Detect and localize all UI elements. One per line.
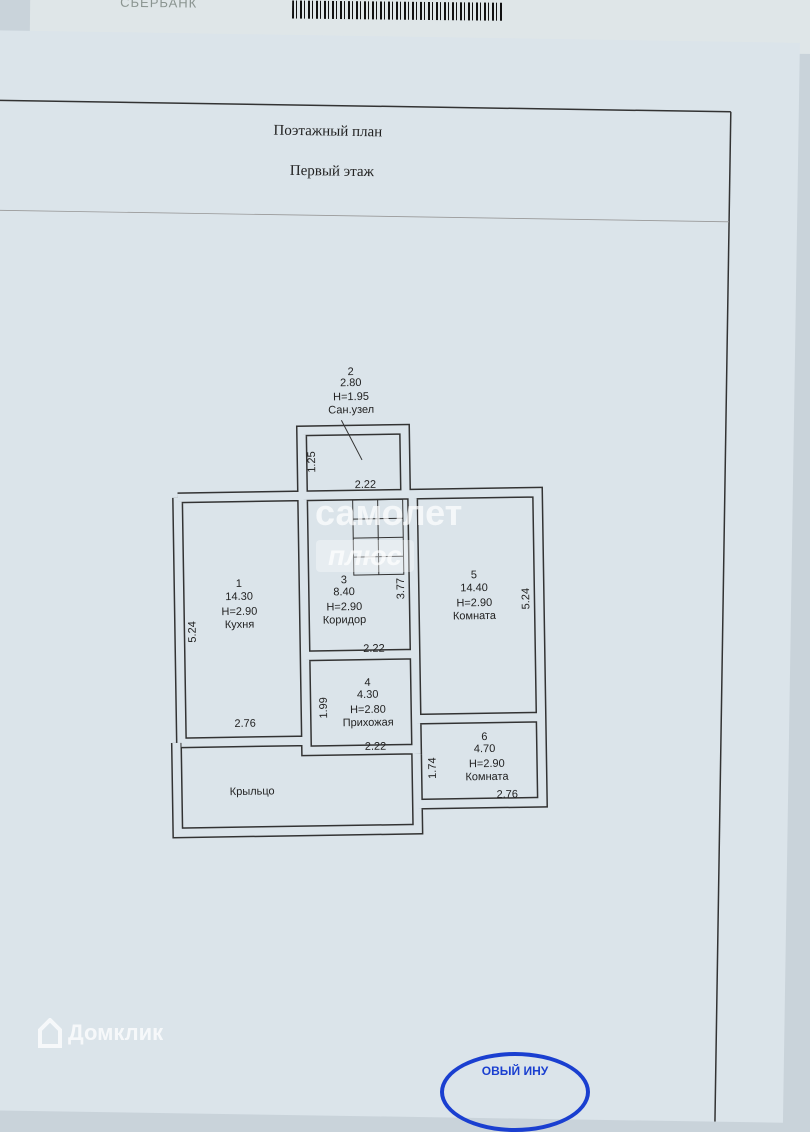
stamp: ОВЫЙ ИНУ <box>440 1052 590 1132</box>
plus-watermark: плюс <box>316 540 414 572</box>
room-1-area: 14.30 <box>225 591 253 603</box>
room-5-area: 14.40 <box>460 582 488 594</box>
room-3-area: 8.40 <box>333 586 355 598</box>
dim-room6-side: 1.74 <box>427 757 439 779</box>
dim-room6-bottom: 2.76 <box>496 789 518 801</box>
room-5-number: 5 <box>471 569 477 581</box>
room-2-number: 2 <box>347 366 353 378</box>
room-6-number: 6 <box>481 731 487 743</box>
floor-plan: 2 2.80 H=1.95 Сан.узел 1 14.30 H=2.90 Ку… <box>170 366 548 839</box>
stairs <box>340 420 405 576</box>
room-1-number: 1 <box>236 578 242 590</box>
dim-hall-side: 1.99 <box>318 697 330 719</box>
dim-bath-width: 2.22 <box>355 479 377 491</box>
dim-corridor-side: 3.77 <box>395 578 407 600</box>
domclick-watermark: Домклик <box>38 1018 163 1048</box>
room-3-name: Коридор <box>323 614 367 627</box>
dim-kitchen-bottom: 2.76 <box>234 718 256 730</box>
dim-corridor-bottom: 2.22 <box>363 643 385 655</box>
domclick-text: Домклик <box>68 1020 164 1045</box>
room-4-name: Прихожая <box>343 716 394 729</box>
dim-hall-bottom: 2.22 <box>365 741 387 753</box>
room-2-height: H=1.95 <box>333 391 369 404</box>
room-3-number: 3 <box>341 574 347 586</box>
house-icon <box>38 1018 62 1048</box>
porch-label: Крыльцо <box>230 785 275 798</box>
room-2-name: Сан.узел <box>328 404 374 417</box>
samolet-watermark: самолет <box>315 492 463 533</box>
dim-kitchen-side: 5.24 <box>187 621 199 643</box>
dim-bath-height: 1.25 <box>306 451 318 473</box>
room-5-name: Комната <box>453 610 497 623</box>
room-2-area: 2.80 <box>340 377 362 389</box>
floor-plan-sheet: Поэтажный план Первый этаж <box>0 30 800 1123</box>
room-4-number: 4 <box>364 677 370 689</box>
room-6-name: Комната <box>465 771 509 784</box>
dim-room5-side: 5.24 <box>520 588 532 610</box>
sheet-frame <box>0 99 732 1122</box>
room-3-height: H=2.90 <box>326 601 362 614</box>
room-4-height: H=2.80 <box>350 704 386 717</box>
room-5-height: H=2.90 <box>456 597 492 610</box>
room-6-height: H=2.90 <box>469 758 505 771</box>
room-1-name: Кухня <box>225 619 255 631</box>
room-4-area: 4.30 <box>357 689 379 701</box>
stamp-text: ОВЫЙ ИНУ <box>481 1064 549 1078</box>
room-6-area: 4.70 <box>474 743 496 755</box>
room-1-height: H=2.90 <box>221 606 257 619</box>
